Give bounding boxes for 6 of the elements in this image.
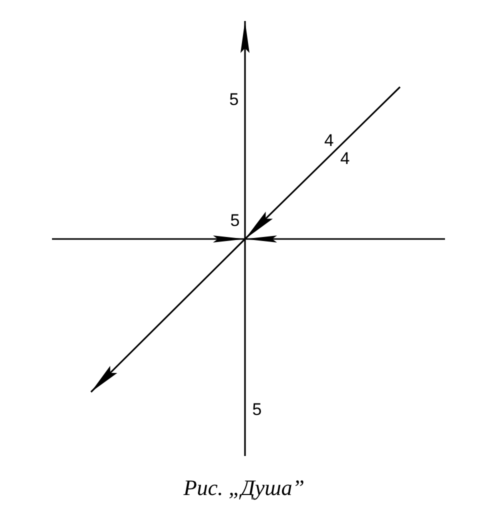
count-label: 5 bbox=[230, 212, 240, 230]
figure-caption: Рис. „Душа” bbox=[183, 476, 305, 500]
count-label: 5 bbox=[252, 401, 262, 419]
count-label: 4 bbox=[324, 132, 334, 150]
count-label: 5 bbox=[229, 91, 239, 109]
count-label: 4 bbox=[340, 150, 350, 168]
